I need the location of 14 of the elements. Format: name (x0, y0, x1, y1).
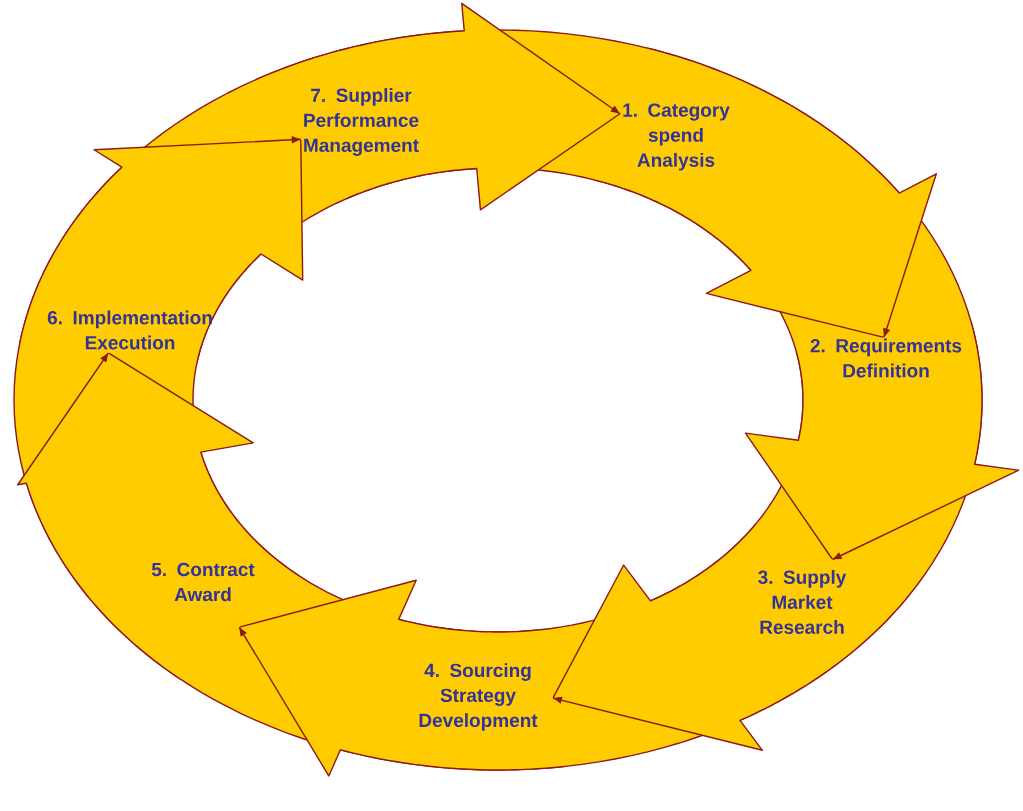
step-label: 5. Contract Award (151, 562, 255, 602)
step-label: 6. Implementation Execution (47, 310, 212, 350)
step-label: 7. Supplier Performance Management (304, 88, 419, 156)
block-arrow (17, 352, 299, 680)
block-arrow (255, 2, 621, 211)
step-label: 2. Requirements Definition (810, 338, 962, 378)
step-label: 1. Category spend Analysis (623, 103, 730, 171)
block-arrow (744, 322, 1020, 561)
block-arrow (591, 47, 938, 339)
block-arrow (552, 522, 910, 751)
block-arrow (238, 579, 567, 777)
block-arrow (19, 136, 304, 365)
step-label: 4. Sourcing Strategy Development (419, 663, 538, 731)
step-label: 3. Supply Market Research (758, 570, 847, 634)
